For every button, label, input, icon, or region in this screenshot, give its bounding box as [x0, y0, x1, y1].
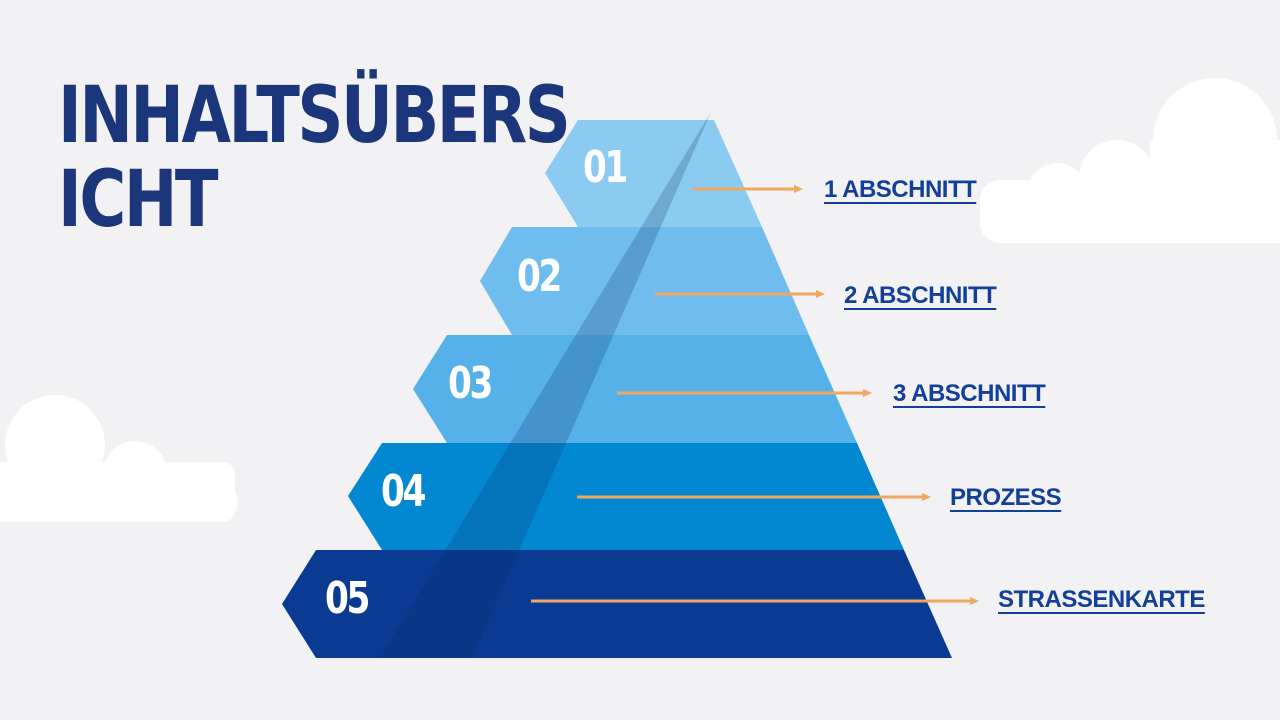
level-number-4: 04 [381, 466, 426, 517]
pyramid-level-5 [282, 550, 952, 658]
link-section-2[interactable]: 2 ABSCHNITT [844, 282, 997, 309]
pyramid-level-1 [545, 120, 762, 227]
level-number-1: 01 [583, 142, 628, 193]
arrows [531, 185, 979, 605]
link-roadmap[interactable]: STRASSENKARTE [998, 586, 1205, 613]
level-number-2: 02 [517, 251, 562, 302]
cloud-left [0, 395, 238, 522]
title-line-1: INHALTSÜBERS [58, 71, 571, 161]
level-number-3: 03 [448, 358, 493, 409]
link-process[interactable]: PROZESS [950, 484, 1062, 511]
cloud-right [980, 78, 1280, 243]
title-line-2: ICHT [58, 155, 219, 245]
link-section-1[interactable]: 1 ABSCHNITT [824, 176, 977, 203]
page-title: INHALTSÜBERS ICHT [58, 74, 616, 242]
pyramid-level-3 [413, 335, 857, 443]
level-number-5: 05 [325, 573, 370, 624]
pyramid-shade-band [380, 112, 711, 658]
link-section-3[interactable]: 3 ABSCHNITT [893, 380, 1046, 407]
pyramid-level-2 [480, 227, 809, 335]
